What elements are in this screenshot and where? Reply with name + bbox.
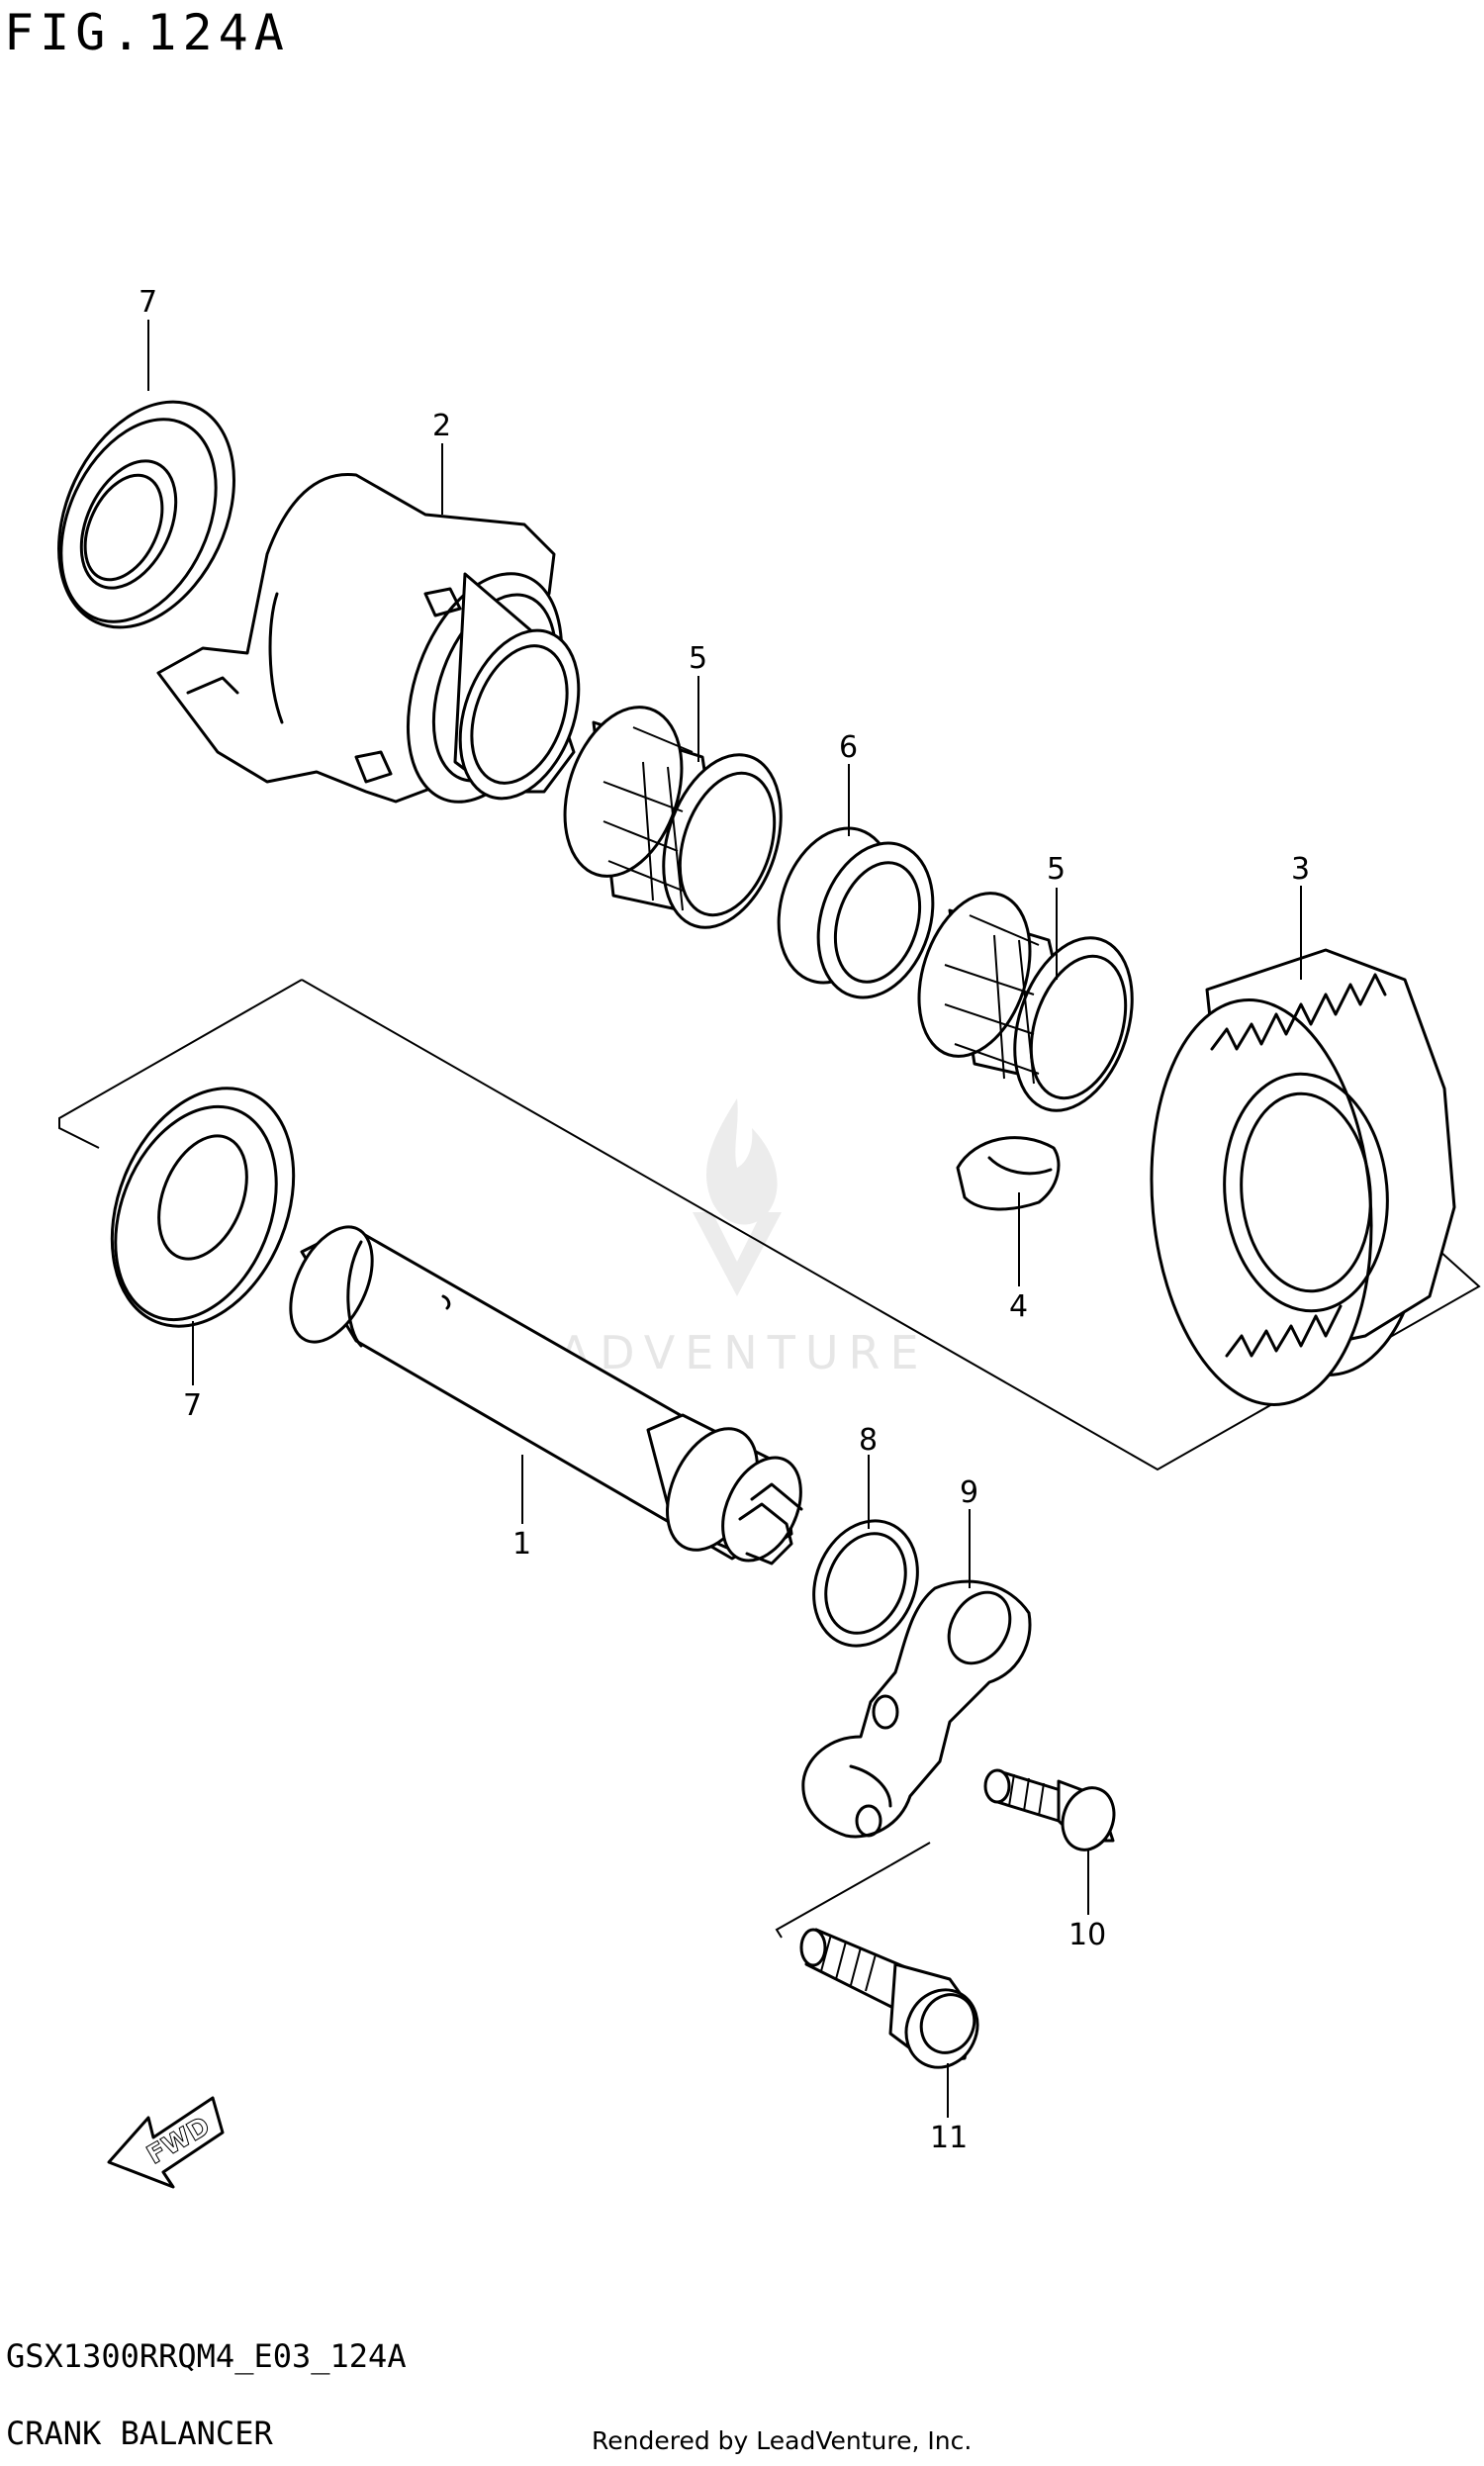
part-11-bolt — [799, 1928, 979, 2069]
callout-4: 4 — [1009, 1289, 1028, 1324]
render-credit: Rendered by LeadVenture, Inc. — [592, 2426, 973, 2455]
callout-9: 9 — [960, 1475, 978, 1510]
model-code: GSX1300RRQM4_E03_124A — [6, 2337, 407, 2375]
part-9-balancer-lever — [801, 1579, 1032, 1839]
part-7-oil-seal-lower — [110, 1087, 296, 1328]
part-2-balancer-weight — [156, 472, 581, 804]
callout-6: 6 — [839, 730, 858, 765]
leadventure-watermark: LEADVENTURE — [485, 1098, 919, 1379]
callout-5-lower: 5 — [1047, 852, 1066, 887]
part-7-oil-seal-upper — [57, 400, 235, 629]
part-10-bolt — [983, 1768, 1116, 1851]
callout-8: 8 — [859, 1423, 878, 1458]
part-1-balancer-shaft — [289, 1225, 803, 1565]
callout-11: 11 — [930, 2121, 968, 2155]
part-3-balancer-gear — [1150, 948, 1456, 1406]
callout-3: 3 — [1291, 852, 1310, 887]
callout-10: 10 — [1068, 1918, 1106, 1952]
part-5-needle-bearing-lower — [917, 892, 1134, 1112]
leader-lines — [147, 320, 1302, 2118]
callout-2: 2 — [432, 409, 451, 443]
part-4-key — [956, 1136, 1061, 1211]
callout-5-upper: 5 — [689, 641, 707, 676]
part-5-needle-bearing-upper — [563, 706, 783, 929]
part-8-washer — [812, 1519, 919, 1648]
section-name: CRANK BALANCER — [6, 2415, 273, 2452]
callout-numbers: 7 2 5 6 5 3 4 7 1 8 9 10 11 — [139, 285, 1310, 2155]
callout-7-upper: 7 — [139, 285, 157, 320]
figure-title: FIG.124A — [4, 4, 290, 61]
fwd-arrow: FWD — [107, 2096, 225, 2189]
callout-1: 1 — [512, 1527, 531, 1562]
callout-7-lower: 7 — [183, 1388, 202, 1423]
part-6-spacer — [777, 826, 935, 999]
